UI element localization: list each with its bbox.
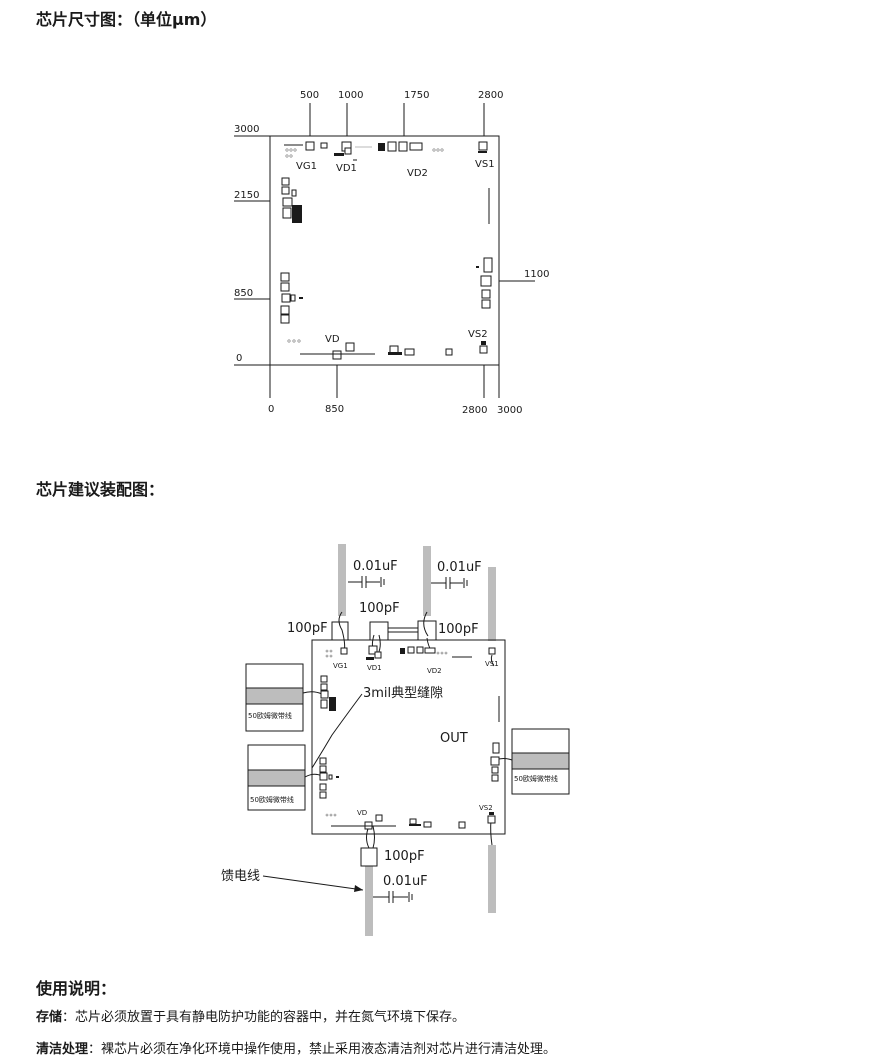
cleaning-note: 清洁处理：裸芯片必须在净化环境中操作使用，禁止采用液态清洁剂对芯片进行清洁处理。 <box>36 1038 556 1057</box>
dim-y-3000: 3000 <box>234 124 259 135</box>
dim-y-2150: 2150 <box>234 190 259 201</box>
label-vd2: VD2 <box>407 168 428 179</box>
dim-x-1750: 1750 <box>404 90 429 101</box>
microstrip-label-2: 50欧姆微带线 <box>250 795 294 804</box>
storage-note: 存储：芯片必须放置于具有静电防护功能的容器中，并在氮气环境下保存。 <box>36 1006 465 1025</box>
chip-dimension-diagram: 500 1000 1750 2800 3000 2150 850 0 1100 … <box>234 90 549 416</box>
pad-right <box>483 257 493 273</box>
pad-left-2 <box>280 272 290 282</box>
cap-001uf-bottom <box>373 891 413 903</box>
storage-text: ：芯片必须放置于具有静电防护功能的容器中，并在氮气环境下保存。 <box>62 1010 466 1025</box>
assembly-title: 芯片建议装配图： <box>36 480 165 499</box>
microstrip-label-3: 50欧姆微带线 <box>514 774 558 783</box>
cap-label-100pf-center: 100pF <box>359 601 400 616</box>
feed-line-vg1 <box>338 544 346 616</box>
pad-vs1 <box>478 141 488 151</box>
asm-label-vg1: VG1 <box>333 662 348 670</box>
cleaning-text: ：裸芯片必须在净化环境中操作使用，禁止采用液态清洁剂对芯片进行清洁处理。 <box>88 1042 557 1057</box>
cap-label-001uf-2: 0.01uF <box>437 560 482 575</box>
asm-right-pads <box>492 742 500 754</box>
label-vd1: VD1 <box>336 163 357 174</box>
asm-left-pads-2 <box>319 757 327 765</box>
microstrip-left-top: 50欧姆微带线 <box>245 663 304 732</box>
label-vs2: VS2 <box>468 329 488 340</box>
dim-x-500: 500 <box>300 90 319 101</box>
feed-line-label: 馈电线 <box>221 869 260 884</box>
dim-y-1100: 1100 <box>524 269 549 280</box>
asm-left-pads-1 <box>320 675 328 683</box>
asm-pad-vg1 <box>340 647 348 655</box>
cleaning-label: 清洁处理 <box>36 1042 89 1057</box>
dim-y-850: 850 <box>234 288 253 299</box>
pad-vs2 <box>481 341 486 345</box>
feed-line-vd <box>365 864 373 936</box>
cap-label-001uf-3: 0.01uF <box>383 874 428 889</box>
cap-100pf-left <box>331 621 349 641</box>
asm-label-vs2: VS2 <box>479 804 493 812</box>
pad-vd <box>332 350 342 360</box>
cap-100pf-center <box>369 621 389 641</box>
gap-note: 3mil典型缝隙 <box>363 686 443 701</box>
label-vg1: VG1 <box>296 161 317 172</box>
dim-x-1000: 1000 <box>338 90 363 101</box>
asm-pad-vd1 <box>368 645 378 655</box>
cap-label-100pf-right: 100pF <box>438 622 479 637</box>
asm-pad-vs2 <box>489 812 494 815</box>
storage-label: 存储 <box>36 1010 63 1025</box>
feed-line-vs2 <box>488 845 496 913</box>
cap-001uf-top-left <box>348 576 385 588</box>
dim-x-2800-bottom: 2800 <box>462 405 487 416</box>
dim-y-0: 0 <box>236 353 242 364</box>
cap-label-100pf-bottom: 100pF <box>384 849 425 864</box>
asm-label-vd1: VD1 <box>367 664 382 672</box>
asm-pad-vs1 <box>488 647 496 655</box>
pad-left-1 <box>281 177 290 186</box>
pad-vg1 <box>305 141 315 151</box>
feed-line-vs1 <box>488 567 496 641</box>
out-label: OUT <box>440 731 468 746</box>
usage-title: 使用说明： <box>36 979 117 998</box>
dim-x-2800: 2800 <box>478 90 503 101</box>
assembly-chip <box>311 639 506 835</box>
dim-x-850: 850 <box>325 404 344 415</box>
dim-x-0: 0 <box>268 404 274 415</box>
feed-line-vd1 <box>423 546 431 616</box>
cap-label-100pf-left: 100pF <box>287 621 328 636</box>
asm-pad-vd2 <box>424 647 436 654</box>
label-vs1: VS1 <box>475 159 495 170</box>
microstrip-left-bottom: 50欧姆微带线 <box>247 744 306 811</box>
cap-100pf-right <box>417 620 437 641</box>
label-vd: VD <box>325 334 340 345</box>
chip-outline <box>269 135 500 366</box>
assembly-diagram: 50欧姆微带线 50欧姆微带线 50欧姆微带线 <box>221 544 570 936</box>
cap-001uf-top-right <box>431 577 468 589</box>
pad-vd2 <box>387 141 397 152</box>
asm-label-vd: VD <box>357 809 367 817</box>
dim-x-3000: 3000 <box>497 405 522 416</box>
asm-label-vd2: VD2 <box>427 667 442 675</box>
microstrip-right: 50欧姆微带线 <box>511 728 570 795</box>
asm-label-vs1: VS1 <box>485 660 499 668</box>
cap-label-001uf-1: 0.01uF <box>353 559 398 574</box>
chip-dimension-title: 芯片尺寸图：（单位μm） <box>36 10 217 29</box>
cap-100pf-bottom <box>360 847 378 867</box>
microstrip-label-1: 50欧姆微带线 <box>248 711 292 720</box>
